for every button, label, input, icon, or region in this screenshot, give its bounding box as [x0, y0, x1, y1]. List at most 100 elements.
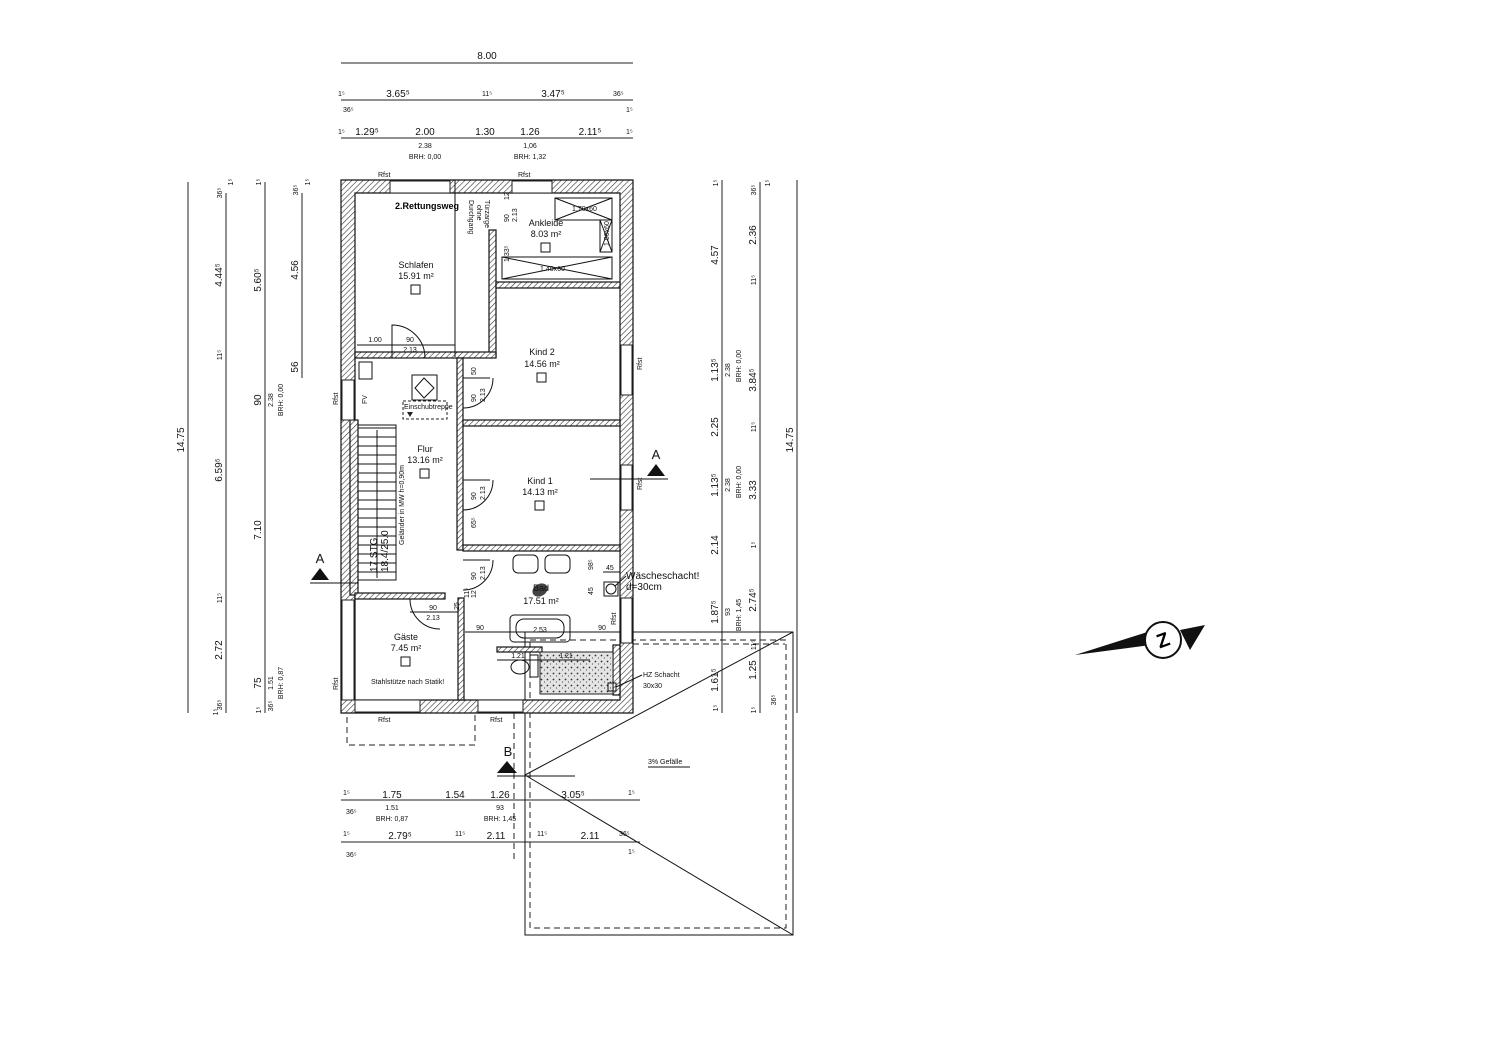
dim-label: 4.56	[290, 260, 301, 280]
dim-label: 4.57	[710, 245, 721, 265]
window-label: Rfst	[333, 678, 340, 691]
dim-label: BRH: 0,00	[278, 384, 285, 416]
staircase: 17 STG 18.4/25.0 Geländer in MW h=0,90m	[357, 424, 406, 581]
window-label: Rfst	[637, 478, 644, 491]
dim-label: 1.51	[268, 676, 275, 690]
dim-label: 1.61⁵	[710, 668, 721, 692]
attic-hatch-arrow-icon	[414, 377, 435, 399]
dim-label: 75	[253, 677, 264, 689]
dim-label: 1.21	[511, 653, 525, 660]
dim-label: 65⁵	[471, 517, 478, 528]
passage-label: ohne	[475, 205, 482, 221]
escape-route-label: 2.Rettungsweg	[395, 201, 459, 211]
dim-label: 36⁵	[293, 185, 300, 196]
dim-label: 90	[471, 492, 478, 500]
hz-shaft-label: HZ Schacht	[643, 672, 680, 679]
dim-label: 3.84⁵	[748, 368, 759, 392]
north-arrow-icon: Z	[1075, 621, 1205, 659]
dim-label: 1⁵	[256, 707, 263, 714]
attic-stair-triangle-icon	[407, 412, 413, 417]
window-label: Rfst	[611, 613, 618, 626]
room-area: 7.45 m²	[391, 643, 422, 653]
dim-label: 1⁵	[256, 179, 263, 186]
room-name: Ankleide	[529, 218, 564, 228]
steel-column-note: Stahlstütze nach Statik!	[371, 679, 444, 686]
slope-label: 3% Gefälle	[648, 759, 682, 766]
hz-shaft-size: 30x30	[643, 683, 662, 690]
bathtub-dim: 2.53	[533, 627, 547, 634]
laundry-chute-label: Wäscheschacht!	[626, 571, 699, 582]
dim-label: 2.36	[748, 225, 759, 245]
dim-label: 11⁵	[751, 640, 758, 650]
room-kind-1: Kind 1 14.13 m²	[522, 476, 558, 511]
section-marker-b: B	[497, 744, 575, 777]
dim-label: 45	[588, 587, 595, 595]
dim-label: 2.38	[725, 363, 732, 377]
room-bad: Bad 17.51 m²	[523, 583, 559, 606]
dim-label: 1.26	[490, 790, 510, 801]
doors	[391, 324, 494, 630]
bottom-dimensions: 1⁵ 1.75 1.54 1.26 3.05⁵ 1⁵ 36⁵ 1.51 BRH:…	[341, 790, 640, 859]
dim-label: 2.14	[710, 535, 721, 555]
dim-label: 2.38	[725, 478, 732, 492]
window-label: Rfst	[378, 172, 391, 179]
dim-label: 2.13	[512, 208, 519, 222]
dim-label: 12	[471, 590, 478, 598]
dim-overall-width: 8.00	[477, 51, 497, 62]
dim-label: 90	[476, 625, 484, 632]
dim-label: 11⁵	[217, 593, 224, 603]
dim-label: 11⁵	[217, 350, 224, 360]
dim-label: 7.10	[253, 520, 264, 540]
dim-label: 2.11	[581, 831, 600, 842]
dim-label: 1.13⁵	[710, 358, 721, 382]
passage-label: Türzarge	[483, 200, 490, 228]
dim-label: 36⁵	[217, 700, 224, 711]
window-label: Rfst	[333, 393, 340, 406]
dim-label: 11⁵	[751, 422, 758, 432]
dim-label: 6.59⁵	[214, 458, 225, 482]
dim-label: BRH: 1,32	[514, 154, 546, 161]
terrace: 3% Gefälle	[524, 631, 794, 936]
dim-label: 1⁵	[343, 831, 350, 838]
dim-label: 90	[471, 572, 478, 580]
room-ankleide: Ankleide 8.03 m²	[529, 218, 564, 253]
dim-label: 2.74⁵	[748, 588, 759, 612]
dim-label: 36⁵	[343, 107, 354, 114]
dim-label: 11⁵	[455, 831, 465, 838]
dim-label: 2.13	[480, 566, 487, 580]
dim-label: 11⁵	[482, 91, 492, 98]
room-kind-2: Kind 2 14.56 m²	[524, 347, 560, 383]
wardrobe-size: 1.70x60	[572, 206, 597, 213]
dim-label: 56	[290, 361, 301, 373]
section-marker-a-right: A	[590, 447, 668, 480]
dim-label: 2.13	[426, 615, 440, 622]
dim-label: 2.79⁵	[388, 831, 412, 842]
room-name: Schlafen	[398, 260, 433, 270]
dim-label: 36⁵	[771, 695, 778, 706]
dim-label: 1.30	[475, 127, 495, 138]
dim-label: BRH: 0,87	[278, 667, 285, 699]
dim-label: 5.60⁵	[253, 268, 264, 292]
dim-label: 3.33	[748, 480, 759, 500]
room-marker-icon	[536, 372, 547, 383]
dim-label: 36⁵	[751, 185, 758, 196]
room-name: Flur	[417, 444, 433, 454]
dim-label: 50	[471, 367, 478, 375]
dim-label: 45	[606, 565, 614, 572]
dim-label: 90	[598, 625, 606, 632]
inner-dimensions: 1.00 90 2.13 90 2.13 50 90 2.13 90 2.13 …	[357, 192, 620, 661]
section-label: A	[652, 447, 661, 462]
dim-label: 1.21	[559, 653, 573, 660]
room-marker-icon	[534, 500, 545, 511]
dim-label: 90	[471, 394, 478, 402]
room-area: 15.91 m²	[398, 271, 434, 281]
room-area: 17.51 m²	[523, 596, 559, 606]
dim-label: 1⁵	[338, 91, 345, 98]
dim-label: 1⁵	[626, 129, 633, 136]
dim-label: 1⁵	[713, 705, 720, 712]
room-area: 8.03 m²	[531, 229, 562, 239]
bathroom-fixtures	[509, 554, 619, 692]
section-label: B	[504, 744, 513, 759]
wardrobe-size: 1.40x60	[540, 266, 565, 273]
